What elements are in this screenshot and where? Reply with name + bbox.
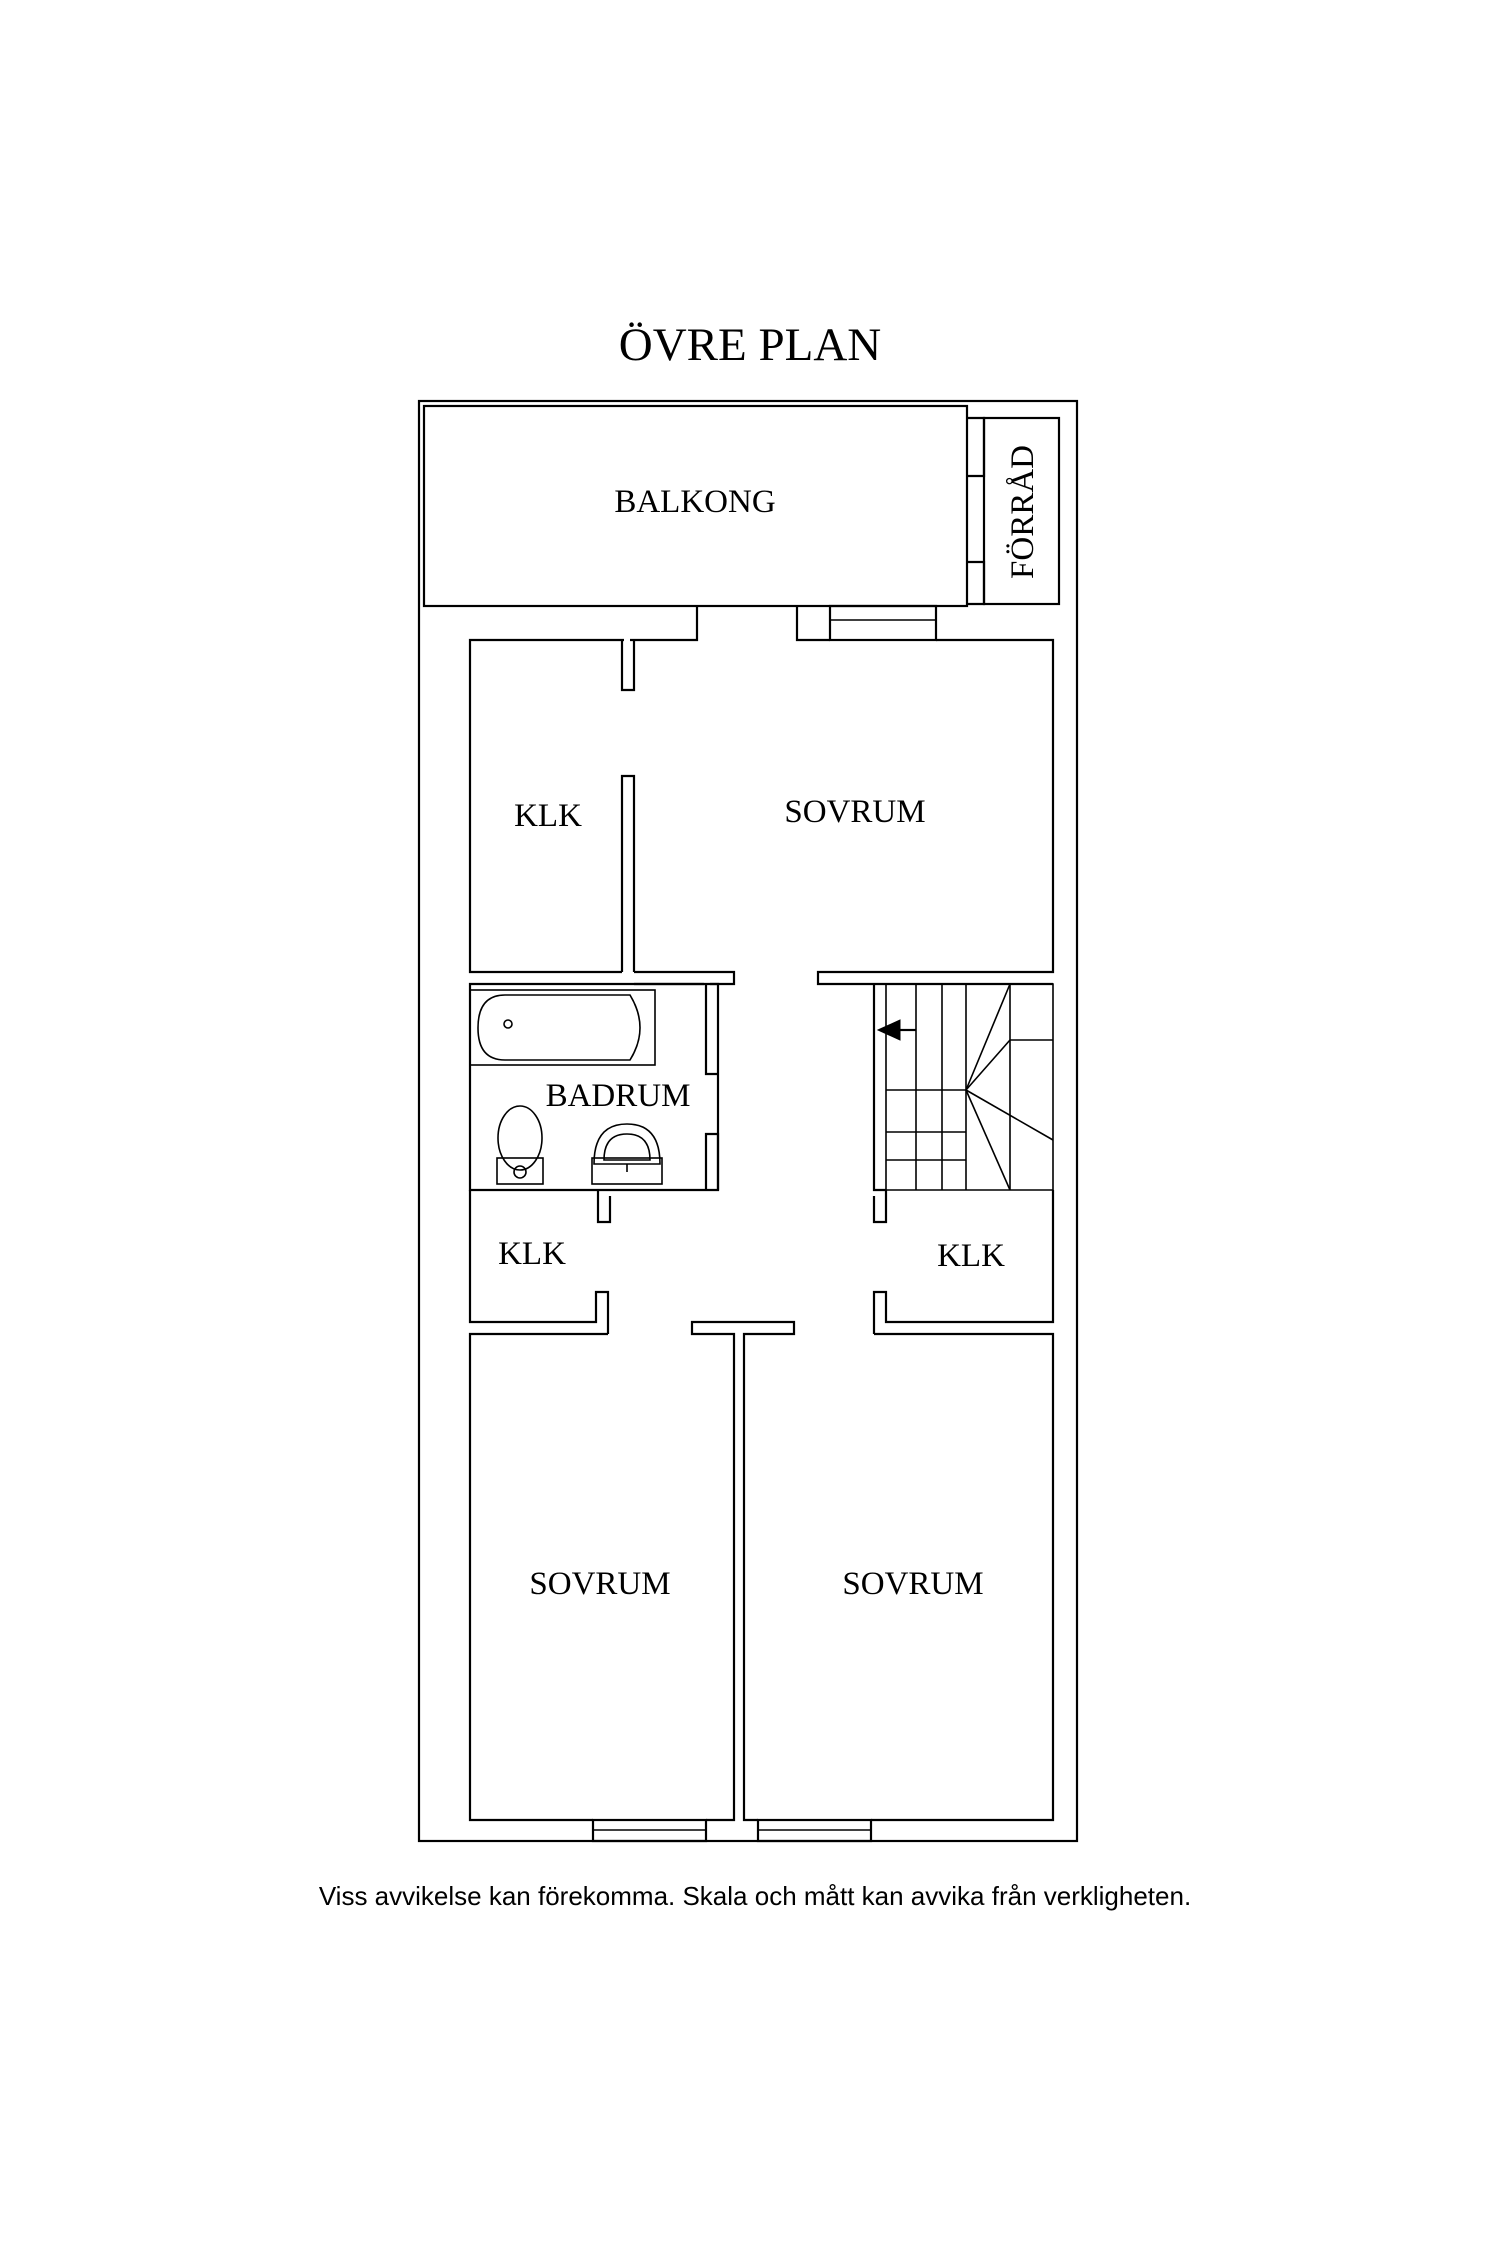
arrow-left-icon: [876, 1019, 901, 1041]
closet-top-door-stub: [620, 640, 636, 692]
sink-counter: [591, 1157, 663, 1185]
closet-left-label: KLK: [498, 1236, 566, 1272]
stair-wall-left: [872, 984, 886, 1192]
bathroom-door-stub-bottom: [704, 1132, 720, 1190]
closet-top: KLK: [468, 638, 636, 974]
bathroom: BADRUM: [468, 982, 720, 1192]
closet-top-walls: [468, 638, 624, 974]
bedroom-left-label: SOVRUM: [529, 1566, 670, 1602]
bedroom-left: SOVRUM: [468, 1320, 796, 1843]
window-top: [828, 604, 938, 642]
balcony-door-wall-right: [795, 606, 830, 642]
bedroom-top: SOVRUM: [634, 638, 1055, 986]
bathroom-label: BADRUM: [546, 1078, 691, 1114]
bathtub-basin: [477, 994, 641, 1061]
closet-left-walls: [468, 1190, 610, 1334]
bedroom-top-wall-left: [634, 970, 736, 986]
bathtub-drain: [503, 1019, 513, 1029]
outer-boundary: [417, 399, 1079, 1843]
bathroom-walls: [468, 982, 720, 1192]
closet-right: KLK: [872, 1190, 1055, 1334]
closet-right-label: KLK: [937, 1238, 1005, 1274]
closet-right-walls: [872, 1190, 1055, 1334]
sink-icon: [593, 1123, 661, 1165]
bedroom-right-label: SOVRUM: [842, 1566, 983, 1602]
closet-left: KLK: [468, 1190, 612, 1334]
storage-partition-top: [967, 416, 986, 478]
storage-label: FÖRRÅD: [1004, 445, 1041, 579]
storage-partition-bottom: [967, 560, 986, 606]
bedroom-top-label: SOVRUM: [784, 794, 925, 830]
closet-top-label: KLK: [514, 798, 582, 834]
toilet-tank: [496, 1157, 544, 1185]
bedroom-top-walls: [816, 638, 1055, 986]
plan-title: ÖVRE PLAN: [619, 319, 881, 371]
bedroom-divider-wall: [690, 1320, 796, 1822]
balcony-door-wall-left: [630, 606, 699, 642]
storage: FÖRRÅD: [967, 416, 1061, 606]
closet-right-door-stub: [872, 1190, 888, 1224]
bedroom-left-walls: [468, 1332, 608, 1822]
disclaimer-text: Viss avvikelse kan förekomma. Skala och …: [319, 1881, 1191, 1911]
bathtub-icon: [469, 989, 656, 1066]
balcony-label: BALKONG: [614, 484, 775, 520]
staircase: [872, 983, 1054, 1192]
storage-outline: [982, 416, 1061, 606]
bedroom-right: SOVRUM: [756, 1332, 1055, 1843]
toilet-icon: [497, 1105, 543, 1171]
closet-left-door-stub: [596, 1190, 612, 1224]
closet-top-divider: [620, 774, 636, 972]
balcony-outline: [422, 404, 969, 608]
bathroom-door-stub-top: [704, 984, 718, 1076]
balcony: BALKONG: [422, 404, 969, 608]
bedroom-right-walls: [871, 1332, 1055, 1822]
